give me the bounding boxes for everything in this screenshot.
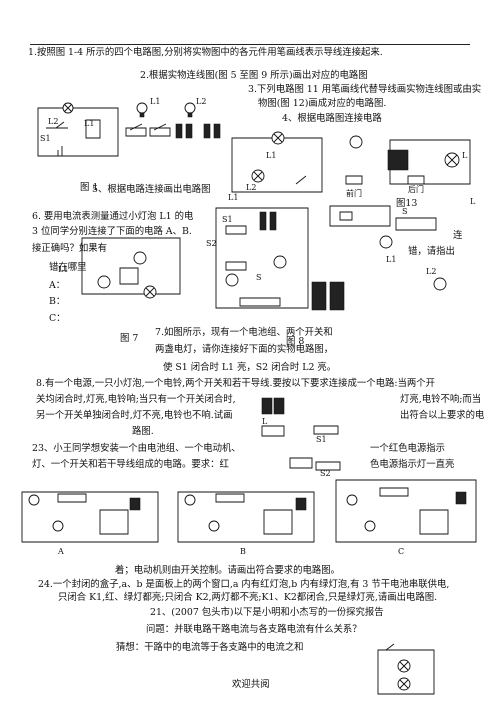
question-2: 2.根据实物连线图(图 5 至图 9 所示)画出对应的电路图 <box>140 70 368 81</box>
question-8-line2: 关均闭合时,灯亮,电铃响;当只有一个开关闭合时, <box>36 394 236 405</box>
question-6-line3: 接正确吗？如果有 <box>32 243 108 254</box>
fig-1-caption: 图 1 <box>80 182 99 193</box>
question-8-line1: 8.有一个电源,一只小灯泡,一个电铃,两个开关和若干导线.要按以下要求连接成一个… <box>36 378 436 389</box>
question-8-line3b: 出符合以上要求的电 <box>400 410 485 421</box>
question-4: 4、根据电路图连接电路 <box>282 113 382 124</box>
label-S: S <box>256 273 261 282</box>
question-21-line3: 猜想：干路中的电流等于各支路中的电流之和 <box>116 642 304 653</box>
question-6-right: 连 <box>453 230 463 241</box>
answer-B: B： <box>49 296 66 307</box>
circuit-board-A: A <box>22 492 158 556</box>
circuit-diagram-11: L1 L2 L1 <box>228 132 322 202</box>
lamp-circuit-right: L1 L2 S L <box>380 197 476 290</box>
label-S2: S2 <box>206 239 217 248</box>
label-S1: S1 <box>40 134 51 143</box>
label-L-3: L <box>262 417 268 426</box>
label-S-2: S <box>402 207 407 216</box>
label-L1-4: L1 <box>228 193 238 202</box>
question-6-line1: 6. 要用电流表测量通过小灯泡 L1 的电 <box>32 211 194 222</box>
label-L2: L2 <box>48 117 58 126</box>
question-6-right2: 错，请指出 <box>408 246 455 257</box>
footer-text: 欢迎共阅 <box>232 679 270 690</box>
question-7-line1: 7.如图所示，现有一个电池组、两个开关和 <box>155 327 333 338</box>
ammeter-circuit: L1 <box>58 238 180 298</box>
question-8-line2b: 灯亮,电铃不响;而当 <box>400 394 482 405</box>
label-L-2: L <box>470 197 476 206</box>
label-L2-4: L2 <box>426 267 436 276</box>
question-23-line1b: 一个红色电源指示 <box>370 443 446 454</box>
door-bell-circuit: 前门 后门 L <box>346 136 470 198</box>
label-L1-3: L1 <box>266 151 276 160</box>
question-3-line2: 物图(图 12)画成对应的电路图. <box>258 98 387 109</box>
label-S2-2: S2 <box>320 469 331 478</box>
label-L1: L1 <box>84 119 94 128</box>
label-S1-3: S1 <box>316 435 327 444</box>
label-L2-2: L2 <box>196 97 206 106</box>
question-6-line4: 错在哪里 <box>49 262 87 273</box>
question-23-line2: 灯、一个开关和若干导线组成的电路。要求：红 <box>32 459 229 470</box>
question-8-line3: 另一个开关单独闭合时,灯不亮,电铃也不响.试画 <box>36 410 233 421</box>
fig-13-caption: 图13 <box>396 198 418 209</box>
realistic-components-7: S1 S2 S <box>206 208 308 308</box>
question-7-line2: 两盏电灯，请你连接好下面的实物电路图， <box>155 344 334 355</box>
circuit-board-C: C <box>336 480 476 556</box>
label-L1-5: L1 <box>58 265 68 274</box>
question-1: 1.按照图 1-4 所示的四个电路图,分别将实物图中的各元件用笔画线表示导线连接… <box>28 47 383 58</box>
question-5: 5、根据电路连接画出电路图 <box>92 184 211 195</box>
label-L2-3: L2 <box>246 183 256 192</box>
question-6-line2: 3 位同学分别连接了下面的电路 A、B. <box>32 226 192 237</box>
circuit-diagram-1: L1 L2 S1 <box>38 103 118 156</box>
answer-C: C： <box>49 313 66 324</box>
battery-pack <box>312 206 390 310</box>
question-23-parts: S2 <box>290 458 340 478</box>
fig-7-caption: 图 7 <box>120 333 139 344</box>
answer-A: A： <box>49 280 66 291</box>
label-L1-2: L1 <box>150 97 160 106</box>
label-front-door: 前门 <box>346 188 362 198</box>
label-C: C <box>398 547 404 556</box>
question-8-line4: 路图. <box>132 426 154 437</box>
label-back-door: 后门 <box>408 184 424 194</box>
question-3-line1: 3.下列电路图 11 用笔画线代替导线画实物连线图或由实 <box>248 84 482 95</box>
fig-8-caption: 图 8 <box>286 336 305 347</box>
realistic-components-1: L1 L2 <box>126 97 220 138</box>
question-24-line1: 24.一个封闭的盒子,a、b 是面板上的两个窗口,a 内有红灯泡,b 内有绿灯泡… <box>38 579 450 590</box>
question-23-line3: 着；电动机则由开关控制。请画出符合要求的电路图。 <box>115 565 341 576</box>
label-B: B <box>240 547 246 556</box>
question-8-parts: L S1 <box>262 398 338 444</box>
question-7-line3: 使 S1 闭合时 L1 亮，S2 闭合时 L2 亮。 <box>163 362 337 373</box>
label-S1-2: S1 <box>222 215 233 224</box>
parallel-circuit <box>378 644 434 694</box>
circuit-board-B: B <box>178 492 314 556</box>
question-23-line2b: 色电源指示灯一直亮 <box>370 459 455 470</box>
question-21-line1: 21、(2007 包头市)以下是小明和小杰写的一份探究报告 <box>150 607 384 618</box>
question-23-line1: 23、小王同学想安装一个由电池组、一个电动机、 <box>32 443 241 454</box>
label-A: A <box>57 547 64 556</box>
label-L: L <box>462 151 468 160</box>
question-21-line2: 问题：并联电路干路电流与各支路电流有什么关系？ <box>146 624 362 635</box>
label-L1-6: L1 <box>386 255 396 264</box>
top-rule <box>30 44 470 45</box>
question-24-line2: 只闭合 K1,红、绿灯都亮;只闭合 K2,两灯都不亮;K1、K2都闭合,只是绿灯… <box>58 592 438 603</box>
